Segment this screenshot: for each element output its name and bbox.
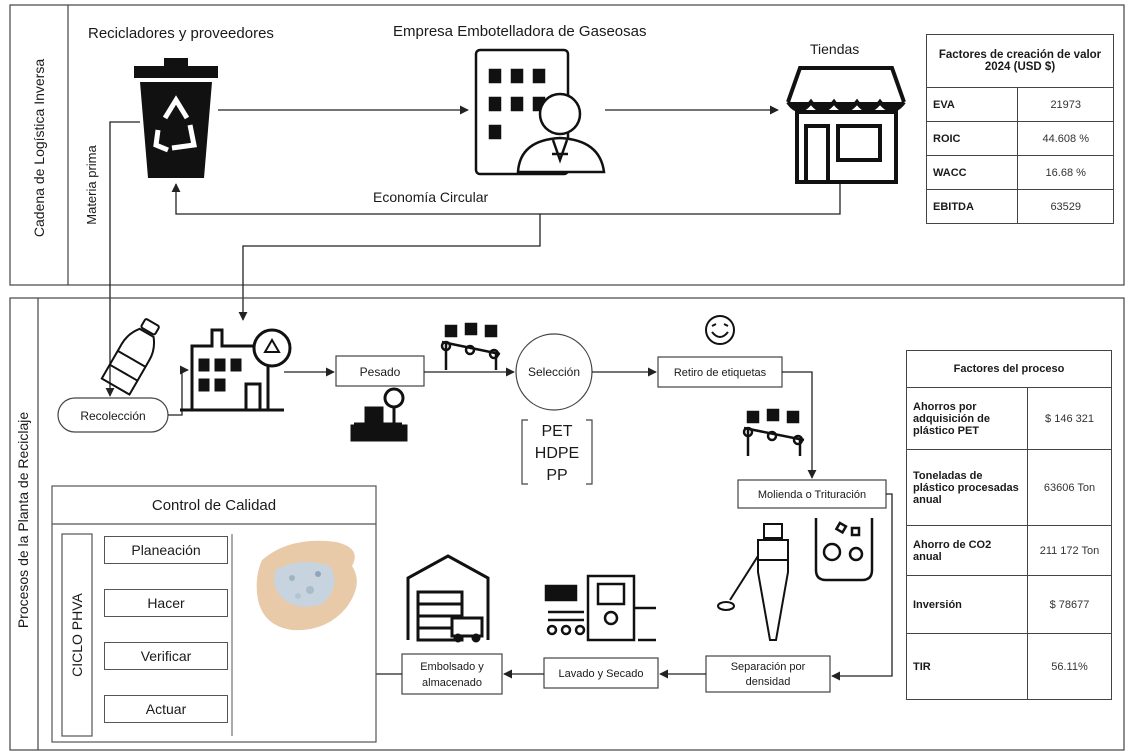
process-row-key: Inversión	[906, 575, 1028, 634]
recyclers-title: Recicladores y proveedores	[88, 25, 274, 42]
phva-item-act: Actuar	[104, 695, 228, 723]
step-grinding	[737, 479, 887, 509]
smile-icon	[705, 315, 735, 345]
plastic-type-pp: PP	[546, 467, 567, 484]
process-row-key: Toneladas de plástico procesadas anual	[906, 449, 1028, 526]
step-bagging-label-1: Embolsado y	[420, 661, 484, 673]
step-collection-label: Recolección	[80, 409, 145, 423]
step-density-separation-label-1: Separación por	[731, 661, 806, 673]
value-row-value: 44.608 %	[1017, 121, 1114, 156]
factory-recycle-icon	[180, 328, 292, 412]
plastic-type-pet: PET	[541, 423, 572, 440]
value-table-title: Factores de creación de valor 2024 (USD …	[926, 34, 1114, 88]
hydrocyclone-icon	[717, 523, 789, 641]
value-row-key: ROIC	[925, 121, 1019, 156]
top-side-label: Cadena de Logística Inversa	[31, 59, 47, 237]
phva-item-plan: Planeación	[104, 536, 228, 564]
phva-cycle-box	[61, 533, 93, 737]
process-row-value: $ 146 321	[1027, 387, 1112, 450]
warehouse-icon	[406, 554, 490, 643]
step-weighing-label: Pesado	[360, 365, 401, 379]
process-row-value: 56.11%	[1027, 633, 1112, 700]
circular-economy-label: Economía Circular	[373, 189, 488, 205]
businessman-icon	[516, 92, 606, 174]
process-table-title: Factores del proceso	[906, 350, 1112, 388]
bottle-icon	[100, 318, 160, 396]
process-row-key: TIR	[906, 633, 1028, 700]
phva-cycle-label: CICLO PHVA	[69, 592, 85, 676]
quality-title: Control de Calidad	[152, 497, 276, 514]
step-selection-label: Selección	[528, 365, 580, 379]
step-label-removal	[657, 356, 783, 388]
step-washing-drying	[543, 657, 659, 689]
step-bagging	[401, 653, 503, 695]
value-row-value: 63529	[1017, 189, 1114, 224]
company-title: Empresa Embotelladora de Gaseosas	[393, 23, 646, 40]
phva-item-do: Hacer	[104, 589, 228, 617]
step-grinding-label: Molienda o Trituración	[758, 489, 866, 501]
value-creation-table: Factores de creación de valor 2024 (USD …	[925, 34, 1114, 224]
conveyor-icon	[440, 322, 501, 370]
process-factors-table: Factores del proceso Ahorros por adquisi…	[906, 350, 1112, 700]
bottom-panel	[9, 297, 1125, 751]
process-row-value: 211 172 Ton	[1027, 525, 1112, 576]
store-icon	[786, 66, 906, 184]
plastic-flakes-image	[256, 540, 357, 631]
value-row-value: 21973	[1017, 87, 1114, 122]
value-row-key: WACC	[925, 155, 1019, 190]
bottom-side-label: Procesos de la Planta de Reciclaje	[15, 412, 31, 629]
grinder-gears-icon	[814, 518, 874, 582]
value-row-value: 16.68 %	[1017, 155, 1114, 190]
trash-recycle-icon	[134, 58, 218, 178]
conveyor-icon-2	[742, 408, 805, 456]
top-panel	[9, 4, 1125, 286]
process-row-key: Ahorros por adquisición de plástico PET	[906, 387, 1028, 450]
step-label-removal-label: Retiro de etiquetas	[674, 367, 767, 379]
stores-title: Tiendas	[810, 41, 859, 57]
value-row-key: EBITDA	[925, 189, 1019, 224]
plastic-type-hdpe: HDPE	[535, 445, 579, 462]
step-density-separation-label-2: densidad	[746, 676, 791, 688]
value-row-key: EVA	[925, 87, 1019, 122]
scale-icon	[350, 387, 408, 442]
step-weighing	[335, 355, 425, 387]
process-row-key: Ahorro de CO2 anual	[906, 525, 1028, 576]
phva-item-check: Verificar	[104, 642, 228, 670]
step-washing-drying-label: Lavado y Secado	[558, 668, 643, 680]
raw-material-label: Materia prima	[84, 144, 99, 224]
washing-machine-icon	[544, 574, 656, 642]
step-bagging-label-2: almacenado	[422, 677, 482, 689]
process-row-value: 63606 Ton	[1027, 449, 1112, 526]
process-row-value: $ 78677	[1027, 575, 1112, 634]
